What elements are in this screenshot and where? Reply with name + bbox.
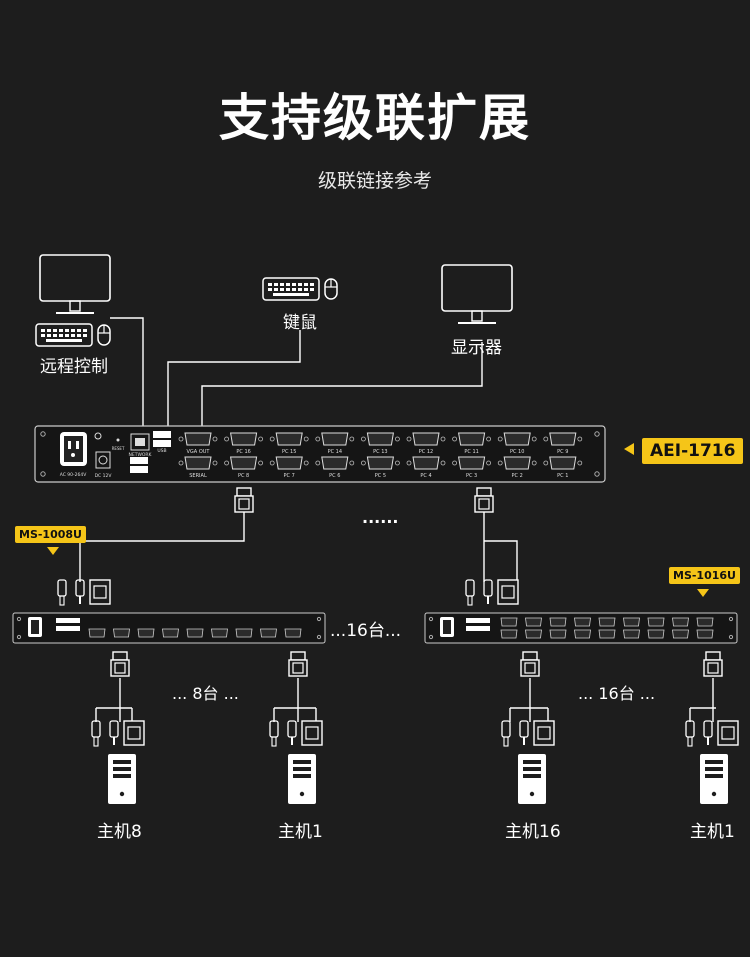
vga-port-icon [500, 629, 518, 639]
vga-port-icon [88, 628, 106, 638]
vga-port-icon [235, 628, 253, 638]
right-model-tag: MS-1016U [669, 567, 740, 584]
vga-port-icon [260, 628, 277, 638]
vga-port-icon [647, 629, 665, 639]
vga-port-icon [137, 628, 155, 638]
vga-port-icon [525, 629, 542, 639]
cable-bundle-icon [57, 579, 111, 606]
left-model-arrow-icon [47, 547, 59, 555]
display-monitor-icon [441, 264, 513, 324]
port-label: PC 8 [238, 473, 249, 479]
left-model-tag: MS-1008U [15, 526, 86, 543]
right-kvm-switch [424, 612, 738, 644]
port-label: PC 12 [419, 449, 433, 455]
right-host-count-label: ... 16台 ... [578, 684, 656, 703]
host-label: 主机1 [690, 822, 735, 842]
port-label: DC 12V [95, 473, 113, 479]
cable-bundle-icon [685, 720, 739, 747]
port-label: AC 90-264V [60, 472, 88, 478]
port-label: PC 1 [557, 473, 568, 479]
cable-bundle-icon [91, 720, 145, 747]
vga-port-icon [672, 629, 689, 639]
host-pc-icon [108, 754, 136, 804]
remote-monitor-icon [39, 254, 111, 314]
host-pc-icon [518, 754, 546, 804]
vga-port-icon [598, 629, 616, 639]
vga-port-icon [549, 629, 567, 639]
vga-plug-icon [520, 651, 540, 677]
vga-port-icon [525, 617, 542, 627]
between-dots: ...... [362, 508, 399, 527]
vga-port-icon [672, 617, 689, 627]
vga-port-icon [113, 628, 130, 638]
vga-port-icon [623, 617, 640, 627]
vga-port-icon [696, 617, 714, 627]
main-model-arrow-icon [624, 443, 634, 455]
switch-count-label: ...16台... [330, 621, 402, 641]
vga-port-icon [549, 617, 567, 627]
kbmouse-label: 键鼠 [283, 313, 317, 333]
cable-bundle-icon [269, 720, 323, 747]
vga-plug-icon [474, 487, 494, 513]
port-label: PC 13 [373, 449, 387, 455]
vga-port-icon [284, 628, 302, 638]
vga-plug-icon [703, 651, 723, 677]
port-label: PC 5 [375, 473, 386, 479]
vga-port-icon [211, 628, 228, 638]
page-subtitle: 级联链接参考 [317, 170, 432, 192]
vga-port-icon [500, 617, 518, 627]
port-label: PC 7 [284, 473, 295, 479]
keyboard-mouse-icon [262, 277, 338, 301]
port-label: USB [157, 448, 166, 454]
cable-bundle-icon [465, 579, 519, 606]
vga-port-icon [162, 628, 179, 638]
port-label: VGA OUT [187, 449, 211, 455]
port-label: PC 10 [510, 449, 524, 455]
left-host-count-label: ... 8台 ... [172, 684, 239, 703]
remote-keyboard-icon [35, 323, 111, 347]
port-label: PC 4 [420, 473, 431, 479]
vga-port-icon [574, 617, 591, 627]
main-model-tag: AEI-1716 [642, 438, 744, 464]
host-cables [95, 678, 716, 722]
vga-port-icon [574, 629, 591, 639]
vga-port-icon [647, 617, 665, 627]
cascade-cables [79, 512, 518, 582]
host-pc-icon [700, 754, 728, 804]
port-label: PC 6 [329, 473, 340, 479]
cable-bundle-icon [501, 720, 555, 747]
vga-plug-icon [234, 487, 254, 513]
host-label: 主机1 [278, 822, 323, 842]
page-title: 支持级联扩展 [219, 89, 531, 147]
port-label: SERIAL [189, 473, 207, 479]
right-model-arrow-icon [697, 589, 709, 597]
port-label: PC 2 [512, 473, 523, 479]
host-pc-icon [288, 754, 316, 804]
left-kvm-switch [12, 612, 326, 644]
display-label: 显示器 [451, 338, 502, 358]
port-label: PC 15 [282, 449, 296, 455]
port-label: PC 9 [557, 449, 568, 455]
port-label: PC 3 [466, 473, 477, 479]
host-label: 主机16 [505, 822, 561, 842]
port-label: RESET [112, 446, 125, 451]
vga-plug-icon [110, 651, 130, 677]
vga-port-icon [696, 629, 714, 639]
port-label: PC 16 [236, 449, 250, 455]
vga-port-icon [623, 629, 640, 639]
vga-plug-icon [288, 651, 308, 677]
top-cables [110, 317, 483, 430]
vga-port-icon [598, 617, 616, 627]
vga-port-icon [186, 628, 204, 638]
port-label: PC 14 [328, 449, 342, 455]
remote-control-label: 远程控制 [40, 357, 108, 377]
host-label: 主机8 [97, 822, 142, 842]
port-label: PC 11 [464, 449, 478, 455]
port-label: NETWORK [128, 452, 152, 458]
